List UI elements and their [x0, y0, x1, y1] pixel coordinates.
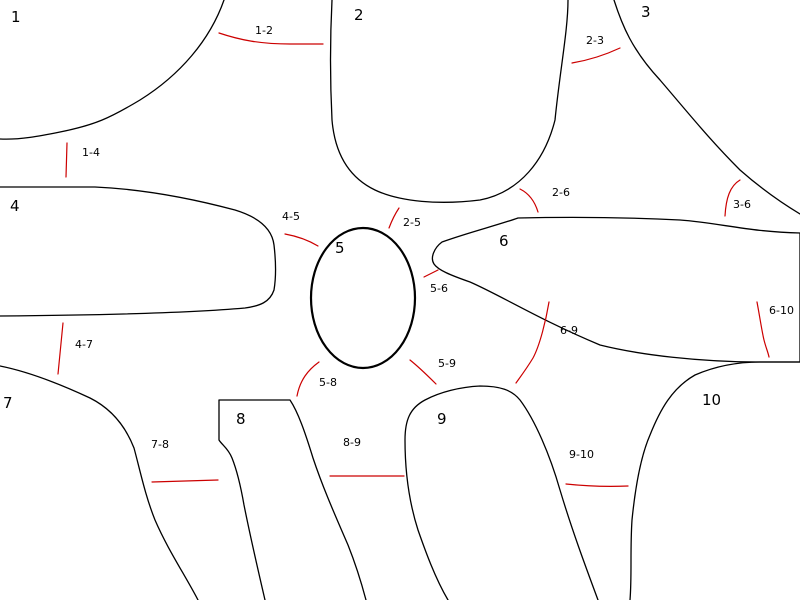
gate-5-6 [423, 269, 439, 278]
region-label-6: 6 [499, 232, 509, 250]
gate-4-7 [57, 322, 64, 375]
gate-label-8-9: 8-9 [343, 436, 361, 449]
region-5-ellipse [309, 226, 417, 370]
gate-label-2-6: 2-6 [552, 186, 570, 199]
gate-label-2-5: 2-5 [403, 216, 421, 229]
region-label-2: 2 [354, 6, 364, 24]
gate-label-5-8: 5-8 [319, 376, 337, 389]
gate-5-9 [409, 359, 437, 385]
gate-label-2-3: 2-3 [586, 34, 604, 47]
region-6-outline [431, 216, 800, 363]
region-label-4: 4 [10, 197, 20, 215]
region-label-5: 5 [335, 239, 345, 257]
gate-1-4 [65, 142, 68, 178]
gate-7-8 [151, 479, 219, 483]
gate-6-10 [756, 301, 770, 358]
gate-1-2 [218, 32, 324, 45]
region-label-10: 10 [702, 391, 721, 409]
region-2-outline [329, 0, 569, 203]
region-9-outline [404, 385, 599, 600]
gate-5-8 [296, 361, 320, 397]
region-label-8: 8 [236, 410, 246, 428]
gate-9-10 [565, 483, 629, 487]
region-label-9: 9 [437, 410, 447, 428]
gate-3-6 [724, 179, 741, 217]
gate-label-7-8: 7-8 [151, 438, 169, 451]
gate-label-1-2: 1-2 [255, 24, 273, 37]
gate-label-9-10: 9-10 [569, 448, 594, 461]
gate-label-3-6: 3-6 [733, 198, 751, 211]
gate-label-6-10: 6-10 [769, 304, 794, 317]
gate-2-3 [571, 47, 621, 64]
gate-label-4-5: 4-5 [282, 210, 300, 223]
region-label-1: 1 [11, 8, 21, 26]
gate-label-1-4: 1-4 [82, 146, 100, 159]
gate-label-6-9: 6-9 [560, 324, 578, 337]
gate-label-4-7: 4-7 [75, 338, 93, 351]
gate-label-5-9: 5-9 [438, 357, 456, 370]
gate-label-5-6: 5-6 [430, 282, 448, 295]
region-7-outline [0, 365, 199, 600]
region-4-outline [0, 186, 277, 317]
gate-4-5 [284, 233, 319, 247]
gate-2-5 [388, 207, 400, 229]
gate-6-9 [515, 301, 550, 384]
region-label-7: 7 [3, 394, 13, 412]
region-10-outline [629, 361, 800, 600]
region-1-outline [0, 0, 225, 140]
region-label-3: 3 [641, 3, 651, 21]
region-3-outline [613, 0, 800, 215]
region-8-outline [218, 399, 367, 600]
gate-2-6 [519, 188, 539, 213]
